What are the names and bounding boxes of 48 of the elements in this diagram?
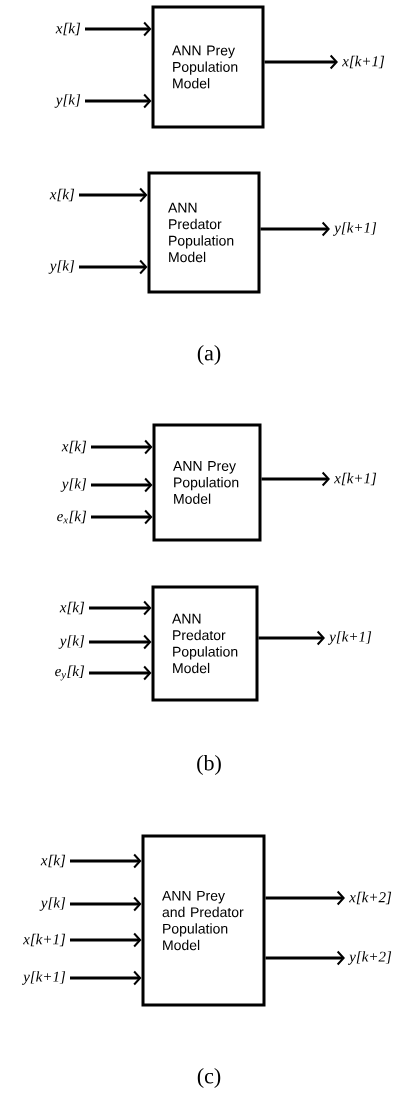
signal-label: x[k]	[49, 188, 75, 202]
signal-label: x[k]	[55, 22, 81, 36]
signal-label: x[k+1]	[23, 933, 66, 947]
arrow	[265, 950, 345, 966]
signal-label: x[k]	[40, 854, 66, 868]
signal-label: x[k+2]	[349, 891, 392, 905]
arrow	[258, 630, 325, 646]
signal-label: e$_{x}$[k]	[57, 510, 87, 524]
arrow	[260, 221, 330, 237]
arrow	[70, 932, 142, 948]
model-box: ANN Predator Population Model	[147, 171, 261, 294]
arrow	[79, 187, 148, 203]
signal-label: y[k]	[60, 478, 87, 492]
model-box: ANN Predator Population Model	[151, 585, 259, 702]
panel-label: (a)	[197, 345, 221, 365]
arrow	[85, 93, 152, 109]
signal-label: y[k]	[39, 897, 66, 911]
signal-label: e$_{y}$[k]	[55, 665, 85, 681]
signal-label: x[k]	[59, 601, 85, 615]
arrow	[89, 600, 152, 616]
signal-label: y[k+1]	[327, 631, 372, 645]
arrow	[89, 634, 152, 650]
arrow	[70, 970, 142, 986]
arrow	[70, 896, 142, 912]
model-box: ANN Prey Population Model	[151, 5, 265, 129]
arrow	[85, 21, 152, 37]
panel-label: (c)	[197, 1068, 221, 1088]
signal-label: y[k]	[54, 94, 81, 108]
signal-label: x[k]	[61, 440, 87, 454]
signal-label: y[k+2]	[347, 951, 392, 965]
signal-label: x[k+1]	[334, 472, 377, 486]
arrow	[70, 853, 142, 869]
signal-label: y[k+1]	[21, 971, 66, 985]
arrow	[264, 54, 338, 70]
arrow	[89, 665, 152, 681]
panel-label: (b)	[197, 755, 221, 775]
arrow	[91, 509, 153, 525]
signal-label: y[k+1]	[332, 222, 377, 236]
arrow	[91, 477, 153, 493]
arrow	[261, 471, 330, 487]
signal-label: x[k+1]	[342, 55, 385, 69]
model-box: ANN Prey and Predator Population Model	[141, 834, 266, 1007]
arrow	[79, 259, 148, 275]
signal-label: y[k]	[48, 260, 75, 274]
arrow	[265, 890, 345, 906]
arrow	[91, 439, 153, 455]
model-box: ANN Prey Population Model	[152, 423, 262, 542]
signal-label: y[k]	[58, 635, 85, 649]
